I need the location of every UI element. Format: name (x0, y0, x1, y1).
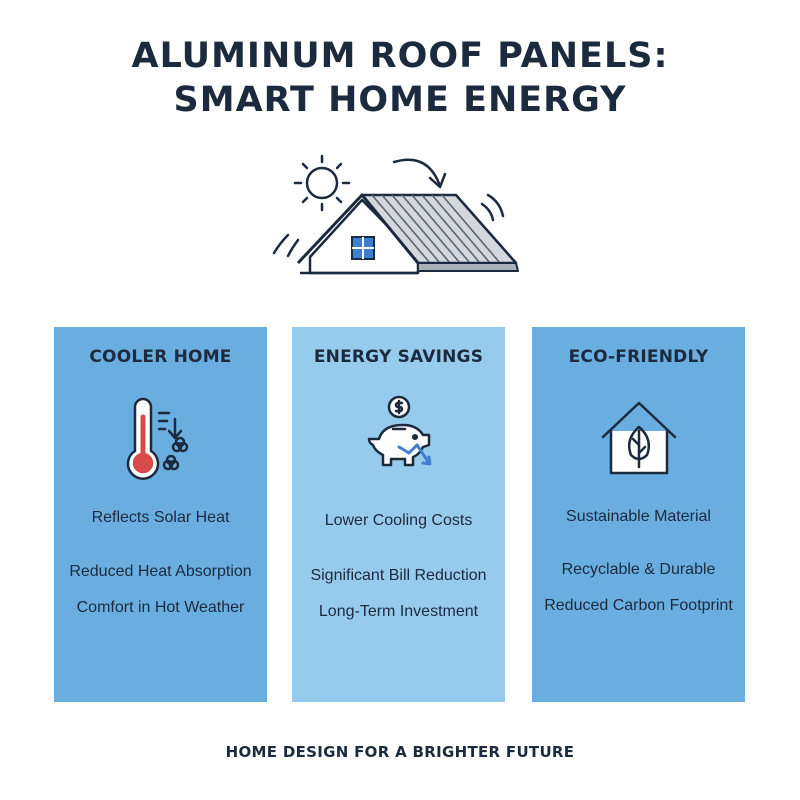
arrow-icon (392, 158, 447, 189)
card-line: Comfort in Hot Weather (76, 599, 245, 616)
title-line-2: SMART HOME ENERGY (173, 80, 627, 120)
card-energy-savings: ENERGY SAVINGS Lower Cooling Costs Signi… (292, 327, 505, 702)
card-title: ECO-FRIENDLY (568, 347, 709, 367)
page-title: ALUMINUM ROOF PANELS: SMART HOME ENERGY (0, 34, 800, 122)
piggy-bank-icon (367, 395, 431, 467)
eco-house-icon (601, 401, 676, 475)
card-cooler-home: COOLER HOME Reflects Solar Heat Reduced … (54, 327, 267, 702)
heat-wave-icon (272, 233, 300, 258)
card-line: Reduced Heat Absorption (69, 563, 252, 580)
card-line: Recyclable & Durable (561, 561, 716, 578)
card-title: COOLER HOME (89, 347, 232, 367)
card-eco-friendly: ECO-FRIENDLY Sustainable Material Recycl… (532, 327, 745, 702)
card-line: Lower Cooling Costs (324, 512, 473, 529)
title-line-1: ALUMINUM ROOF PANELS: (131, 36, 669, 76)
card-line: Reflects Solar Heat (91, 509, 230, 526)
card-title: ENERGY SAVINGS (313, 347, 484, 367)
card-line: Significant Bill Reduction (310, 567, 487, 584)
thermometer-icon (126, 397, 188, 480)
sun-icon (293, 154, 351, 212)
card-line: Long-Term Investment (318, 603, 479, 620)
window-icon (351, 236, 375, 260)
footer-tagline: HOME DESIGN FOR A BRIGHTER FUTURE (225, 743, 575, 761)
card-line: Sustainable Material (566, 508, 711, 525)
heat-wave-icon (480, 193, 505, 222)
hero-illustration (272, 154, 519, 275)
card-line: Reduced Carbon Footprint (544, 597, 733, 614)
